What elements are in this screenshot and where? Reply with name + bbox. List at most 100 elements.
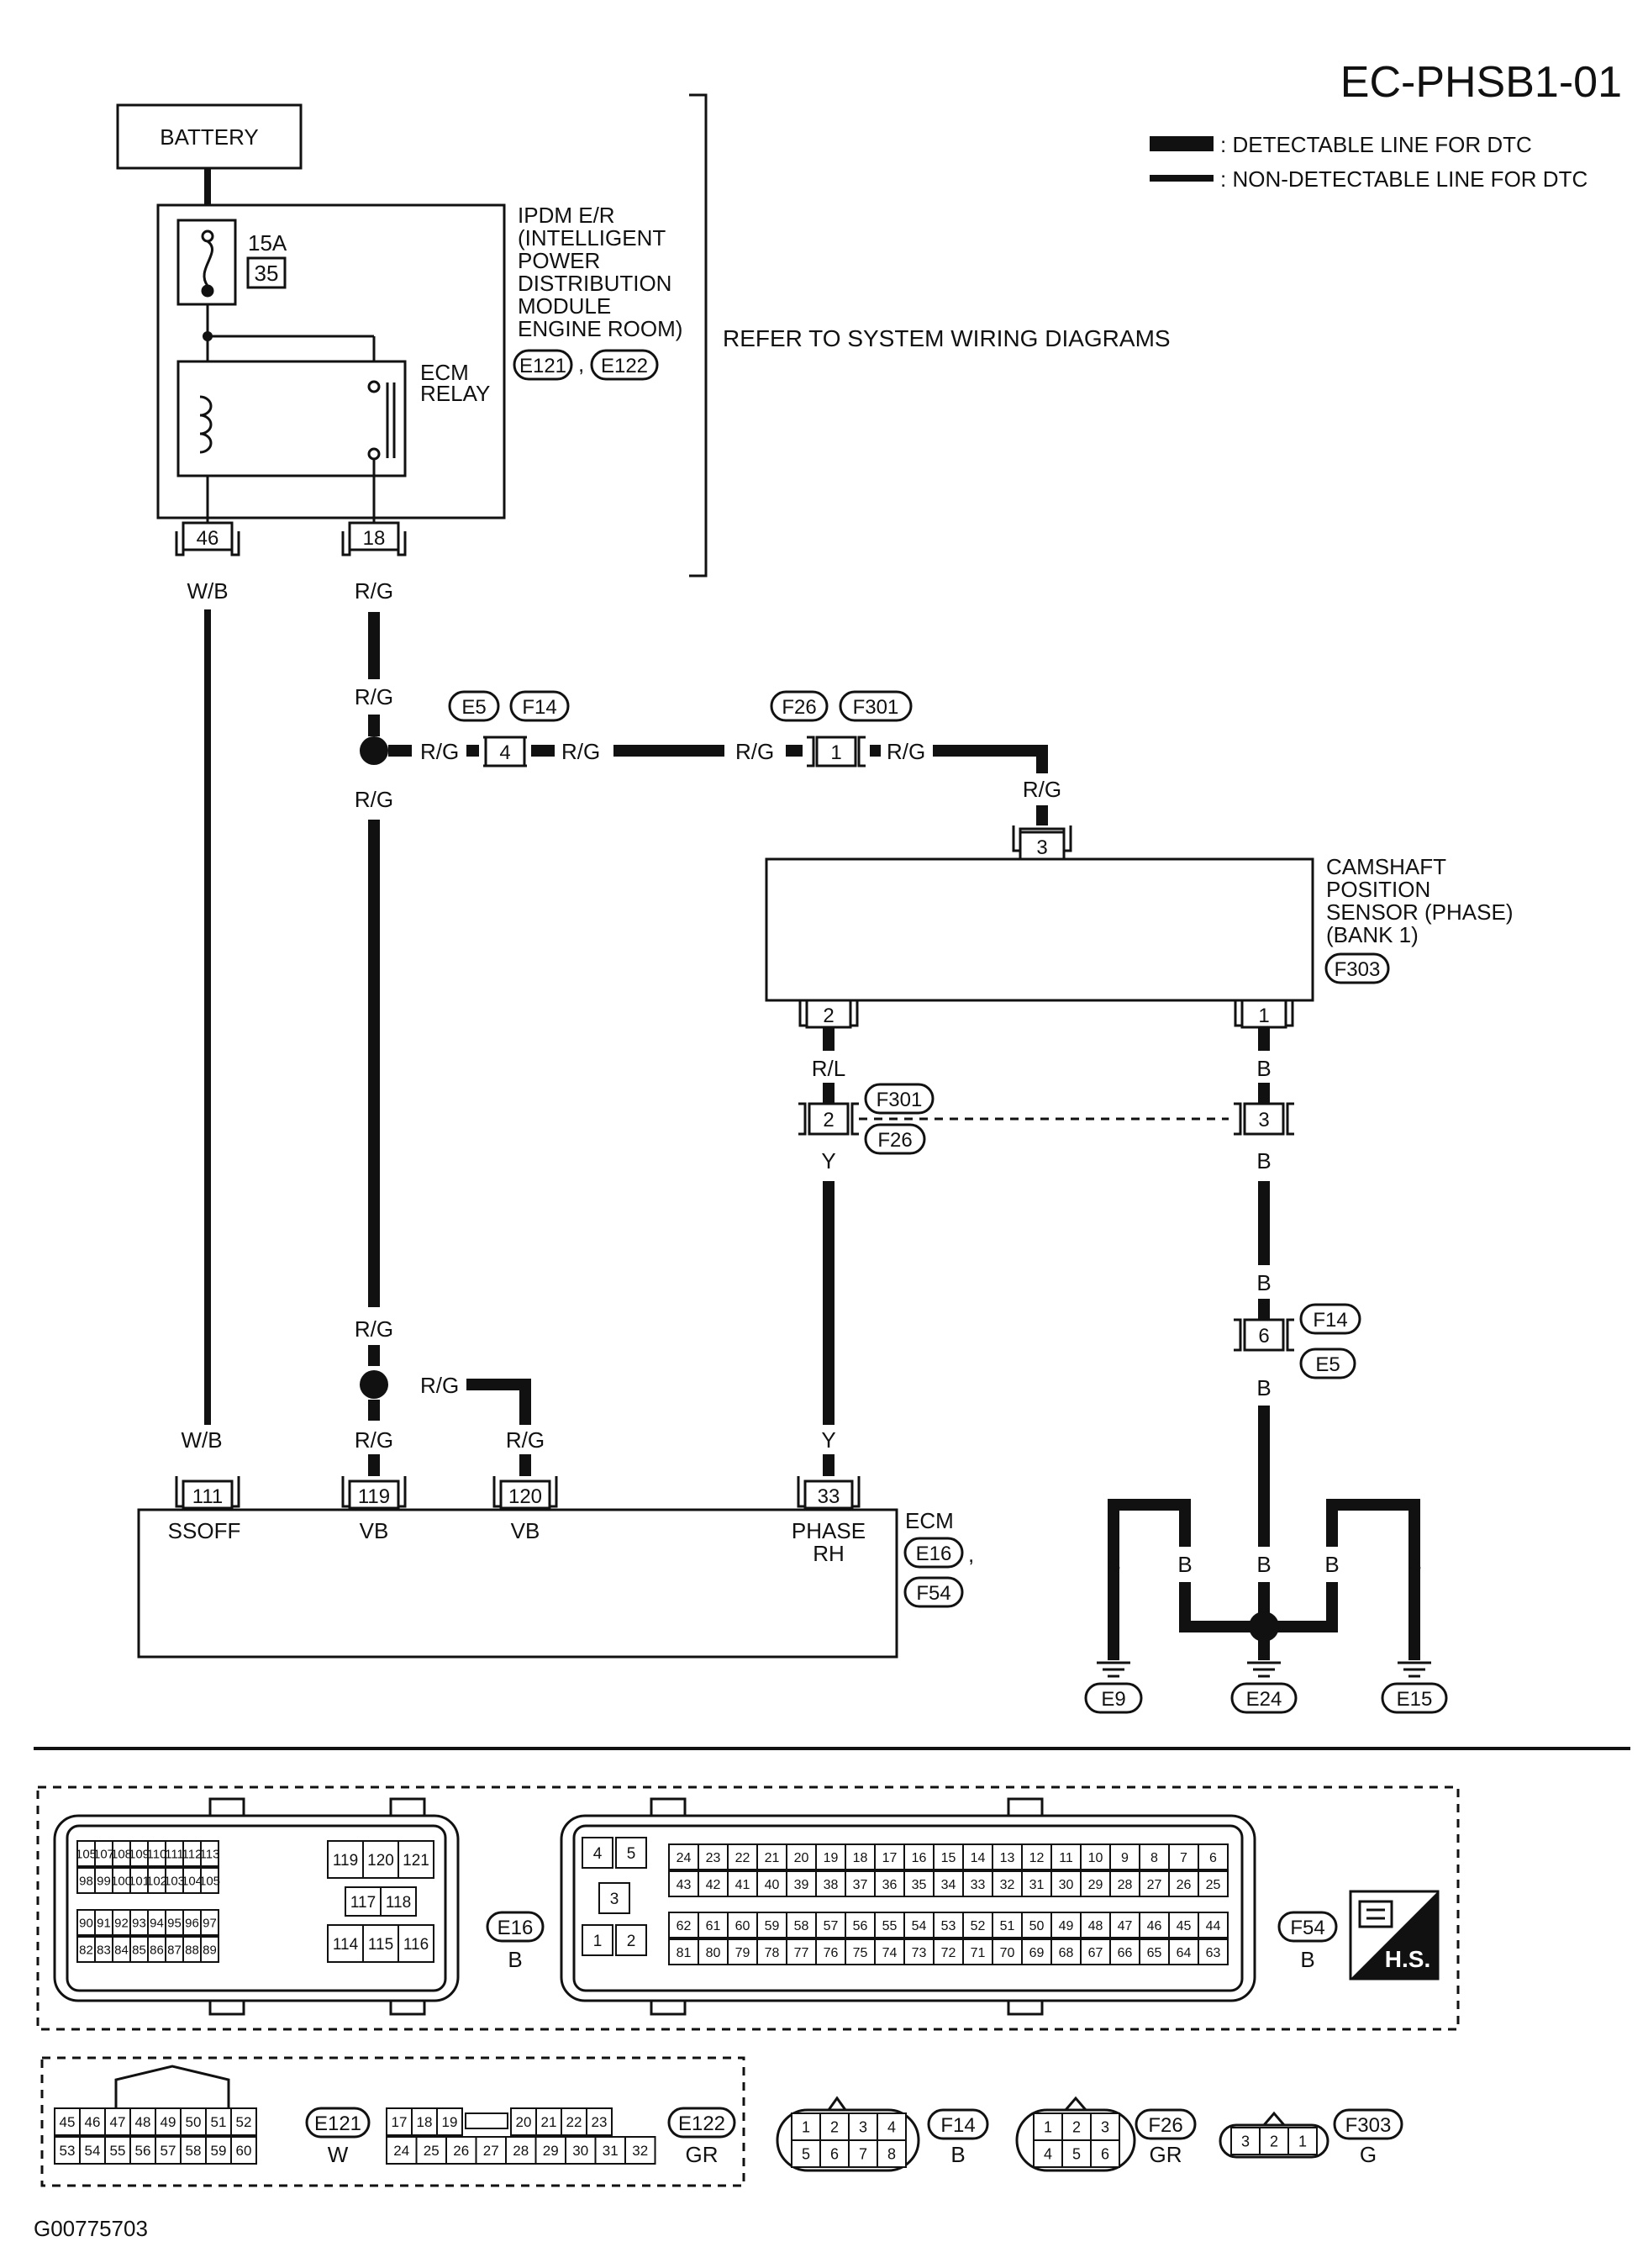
cavity-number: 47 [1118,1919,1133,1933]
e122-name: E122 [678,2112,725,2135]
cavity-number: 89 [203,1943,217,1957]
cavity-number: 39 [794,1878,809,1892]
connector-cavity [933,1912,964,1938]
cavity-number: 96 [185,1916,199,1930]
footer-code: G00775703 [34,2216,148,2241]
wire-label-rl: R/L [812,1056,845,1081]
cavity-number: 5 [802,2145,810,2162]
cavity-number: 53 [941,1919,956,1933]
cavity-number: 84 [114,1943,129,1957]
e121-name: E121 [314,2112,361,2135]
connector-cavity [155,2107,182,2136]
cavity-number: 52 [971,1919,986,1933]
cavity-number: 73 [912,1946,927,1960]
cavity-number: 51 [211,2114,227,2130]
connector-cavity [1050,1938,1082,1965]
svg-text:F301: F301 [853,696,899,719]
cavity-number: 19 [824,1851,839,1865]
cavity-number: 13 [1000,1851,1015,1865]
svg-text:F301: F301 [877,1089,923,1111]
connector-cavity [380,1886,417,1917]
ipdm-label: IPDM E/R (INTELLIGENT POWER DISTRIBUTION… [518,203,682,341]
cavity-number: 59 [211,2143,227,2159]
connector-cavity [962,1843,993,1870]
legend-detectable-swatch [1150,136,1214,151]
svg-text:E15: E15 [1397,1688,1433,1711]
cavity-number: 14 [971,1851,986,1865]
cavity-number: 23 [592,2114,608,2130]
fuse-icon [203,240,213,287]
cavity-number: 3 [610,1891,619,1908]
wire-label-rg-2: R/G [355,684,393,709]
ground-symbol-e24: E24 [1230,1661,1298,1714]
cavity-number: 67 [1088,1946,1103,1960]
cavity-number: 18 [853,1851,868,1865]
wire-label-rg-h2: R/G [561,739,600,764]
connector-cavity [200,1840,219,1867]
connector-tag-f54 [903,1576,964,1608]
connector-cavity [756,1938,787,1965]
cavity-number: 112 [182,1847,203,1861]
ecm-box [137,1508,898,1659]
cavity-number: 108 [111,1847,132,1861]
ecm-relay-label: ECM RELAY [420,360,490,406]
cavity-number: 32 [632,2143,648,2159]
f54-name: F54 [1290,1917,1324,1939]
cavity-number: 56 [135,2143,151,2159]
cavity-number: 26 [453,2143,469,2159]
cavity-number: 116 [403,1936,429,1954]
ecm-pin-119: 119 [341,1476,407,1510]
camshaft-connector: F303 [1335,958,1381,981]
cavity-number: 1 [802,2118,810,2135]
wire-label-wb-bottom: W/B [181,1427,222,1453]
cavity-number: 81 [677,1946,692,1960]
cavity-number: 121 [403,1852,429,1870]
wire-label-y-bottom: Y [821,1427,835,1453]
cavity-number: 22 [566,2114,582,2130]
cavity-number: 102 [146,1874,167,1888]
connector-cavity [845,1938,876,1965]
svg-text:F14: F14 [1313,1309,1347,1332]
f26-name: F26 [1148,2114,1182,2137]
cavity-number: 46 [1147,1919,1162,1933]
cavity-number: 24 [677,1851,692,1865]
fuse-number: 35 [255,261,279,286]
ecm-label: ECM [905,1508,954,1533]
cavity-number: 68 [1059,1946,1074,1960]
legend-non-detectable-text: : NON-DETECTABLE LINE FOR DTC [1220,166,1587,192]
cavity-number: 1 [1298,2133,1307,2149]
connector-cavity [903,1870,935,1897]
cavity-number: 38 [824,1878,839,1892]
ground-label-b3: B [1256,1552,1271,1577]
cavity-number: 6 [1101,2145,1109,2162]
connector-tag-f303 [1324,952,1390,984]
camshaft-sensor: 3 CAMSHAFT POSITION SENSOR (PHASE) (BANK… [765,825,1514,1029]
cavity-number: 55 [110,2143,126,2159]
ground-network: B B B B B E9 E24 E15 [1084,1499,1448,1714]
cavity-number: 35 [912,1878,927,1892]
connector-cavity [815,1938,846,1965]
cavity-number: 79 [735,1946,750,1960]
cavity-number: 58 [186,2143,202,2159]
connector-icon [1358,1900,1393,1928]
wire-label-rg-1: R/G [355,578,393,604]
cavity-number: 9 [1121,1851,1129,1865]
svg-text:F14: F14 [522,696,556,719]
cavity-number: 33 [971,1878,986,1892]
connector-cavity [992,1938,1023,1965]
ground-splice [1249,1611,1279,1642]
wire-label-rg-h3: R/G [735,739,774,764]
cavity-number: 31 [1029,1878,1045,1892]
connector-cavity [786,1938,817,1965]
ecm-pin-33: 33 [797,1476,861,1510]
cavity-number: 44 [1206,1919,1221,1933]
cavity-number: 21 [765,1851,780,1865]
connector-cavity [1168,1843,1199,1870]
ground-symbol-e9: E9 [1084,1661,1143,1714]
refer-bracket [689,93,708,578]
connector-cavity [615,1837,647,1869]
cavity-number: 42 [706,1878,721,1892]
